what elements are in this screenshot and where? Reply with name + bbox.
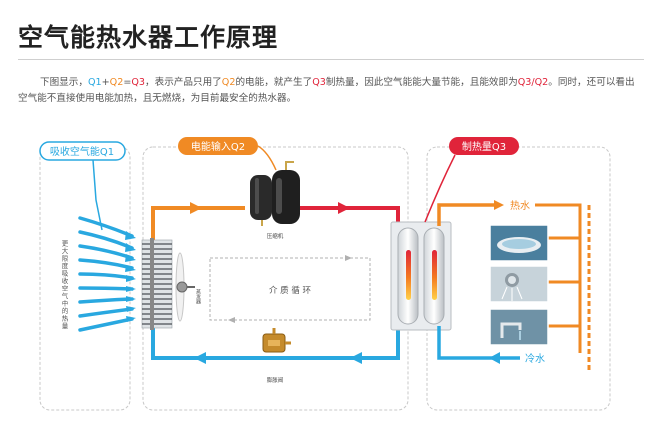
air-side-caption: 更大限度吸收空气中的热量 (60, 240, 68, 330)
intro-q1: Q1 (87, 77, 102, 88)
intro-q3: Q3 (131, 77, 146, 88)
intro-text-5: 。同时，还可以看出空气能不直接使用电能加热，且无燃烧，为目前最安全的热水器。 (18, 77, 635, 104)
bathtub-photo (489, 224, 549, 262)
hot-water-label: 热水 (510, 199, 530, 212)
air-section-box (39, 146, 131, 411)
fan-icon (175, 252, 195, 322)
circulation-arrow-top (345, 255, 352, 261)
intro-text-4: 制热量，因此空气能能大量节能，且能效即为 (325, 77, 518, 88)
fan-label: 蒸发器 (195, 288, 201, 305)
expansion-valve-icon (262, 328, 291, 353)
intro-text-1: 下图显示， (40, 77, 88, 88)
refrigerant-pipe-top-left (151, 206, 245, 245)
refrigerant-pipe-return (151, 325, 400, 360)
hot-water-pipe (437, 203, 500, 226)
heat-output-callout: 制热量Q3 (424, 137, 519, 223)
refrigerant-pipe-hot (300, 206, 400, 225)
air-intake-arrows (78, 216, 134, 332)
intro-text-3: 的电能，就产生了 (235, 77, 313, 88)
air-energy-label: 吸收空气能Q1 (50, 145, 114, 158)
title-divider (18, 59, 644, 60)
pipe-arrow-orange (190, 202, 202, 214)
intro-q2: Q2 (109, 77, 124, 88)
intro-text-2: ，表示产品只用了 (145, 77, 222, 88)
faucet-photo (489, 308, 549, 346)
heat-output-label: 制热量Q3 (462, 140, 506, 153)
cold-water-arrow (489, 352, 500, 364)
circulation-arrow-bottom (228, 317, 235, 323)
valve-label: 膨胀阀 (267, 376, 284, 384)
water-tank (390, 221, 452, 331)
air-intake-arrowheads (125, 231, 136, 322)
intro-plus: + (101, 77, 110, 88)
pipe-arrow-red (338, 202, 350, 214)
pipe-arrow-blue-right (350, 352, 362, 364)
intro-paragraph: 下图显示，Q1+Q2=Q3，表示产品只用了Q2的电能，就产生了Q3制热量，因此空… (18, 75, 644, 107)
compressor-label: 压缩机 (267, 232, 284, 240)
power-input-callout: 电能输入Q2 (178, 137, 277, 171)
intro-q2-again: Q2 (221, 77, 236, 88)
page-title: 空气能热水器工作原理 (18, 23, 279, 52)
medium-circulation-label: 介 质 循 环 (269, 285, 312, 296)
power-input-label: 电能输入Q2 (191, 140, 245, 153)
intro-ratio: Q3/Q2 (517, 77, 549, 88)
intro-q3-again: Q3 (312, 77, 326, 88)
intro-eq: = (123, 77, 132, 88)
compressor-icon (250, 161, 300, 226)
pipe-arrow-blue-left (194, 352, 206, 364)
cold-water-label: 冷水 (525, 352, 545, 365)
hot-water-arrow (494, 200, 504, 210)
shower-photo (489, 265, 549, 303)
air-energy-callout: 吸收空气能Q1 (39, 141, 126, 231)
hot-water-distribution (535, 203, 582, 353)
evaporator-coil (141, 238, 173, 330)
medium-circulation-box (209, 257, 371, 321)
